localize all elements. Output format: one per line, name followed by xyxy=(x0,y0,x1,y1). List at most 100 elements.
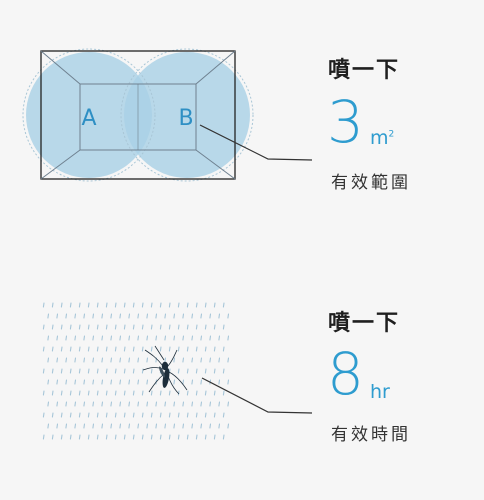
rain-drop xyxy=(177,412,180,418)
rain-drop xyxy=(60,412,63,418)
rain-drop xyxy=(132,302,135,308)
panel1-value: 3 xyxy=(327,88,364,156)
rain-drop xyxy=(74,357,77,363)
rain-drop xyxy=(173,313,176,319)
rain-drop xyxy=(159,302,162,308)
rain-drop xyxy=(159,346,162,352)
rain-drop xyxy=(51,302,54,308)
rain-drop xyxy=(186,412,189,418)
rain-drop xyxy=(168,434,171,440)
rain-drop xyxy=(96,368,99,374)
rain-drop xyxy=(60,434,63,440)
rain-drop xyxy=(114,412,117,418)
zone-b-label: B xyxy=(178,106,193,131)
rain-drop xyxy=(213,302,216,308)
rain-drop xyxy=(227,423,230,429)
rain-drop xyxy=(227,357,230,363)
rain-drop xyxy=(69,302,72,308)
rain-drop xyxy=(222,302,225,308)
rain-drop xyxy=(101,379,104,385)
rain-drop xyxy=(186,346,189,352)
panel2-caption: 有效時間 xyxy=(331,425,411,445)
rain-drop xyxy=(42,434,45,440)
rain-drop xyxy=(47,379,50,385)
rain-drop xyxy=(119,379,122,385)
rain-drop xyxy=(74,401,77,407)
rain-drop xyxy=(137,313,140,319)
rain-drop xyxy=(114,434,117,440)
rain-drop xyxy=(200,379,203,385)
rain-drop xyxy=(227,401,230,407)
rain-drop xyxy=(209,335,212,341)
rain-drop xyxy=(42,324,45,330)
rain-drop xyxy=(65,401,68,407)
rain-drop xyxy=(87,302,90,308)
rain-drop xyxy=(101,401,104,407)
rain-drop xyxy=(159,390,162,396)
rain-drop xyxy=(123,368,126,374)
rain-drop xyxy=(159,434,162,440)
rain-drop xyxy=(195,368,198,374)
rain-drop xyxy=(177,434,180,440)
rain-drop xyxy=(204,434,207,440)
rain-drop xyxy=(92,423,95,429)
rain-drop xyxy=(173,357,176,363)
rain-drop xyxy=(87,412,90,418)
rain-drop xyxy=(110,335,113,341)
rain-drop xyxy=(141,324,144,330)
rain-drop xyxy=(164,313,167,319)
rain-drop xyxy=(83,357,86,363)
rain-drop xyxy=(96,390,99,396)
rain-drop xyxy=(227,379,230,385)
rain-drop xyxy=(74,423,77,429)
rain-drop xyxy=(146,379,149,385)
rain-drop xyxy=(65,379,68,385)
rain-drop xyxy=(78,302,81,308)
rain-drop xyxy=(141,368,144,374)
rain-drop xyxy=(83,401,86,407)
leader-line-1 xyxy=(199,124,313,161)
rain-drop xyxy=(128,379,131,385)
rain-drop xyxy=(146,313,149,319)
rain-drop xyxy=(195,346,198,352)
rain-drop xyxy=(65,313,68,319)
panel1-unit-text: m xyxy=(370,127,389,149)
rain-drop xyxy=(60,346,63,352)
rain-drop xyxy=(173,401,176,407)
coverage-ring-b xyxy=(120,48,254,182)
rain-drop xyxy=(173,423,176,429)
rain-drop xyxy=(119,313,122,319)
rain-drop xyxy=(191,379,194,385)
rain-drop xyxy=(51,434,54,440)
rain-drop xyxy=(60,390,63,396)
rain-drop xyxy=(78,368,81,374)
rain-drop xyxy=(96,346,99,352)
rain-drop xyxy=(65,357,68,363)
panel2-value: 8 xyxy=(327,340,364,408)
rain-drop xyxy=(146,423,149,429)
rain-drop xyxy=(42,412,45,418)
rain-drop xyxy=(92,357,95,363)
rain-drop xyxy=(96,324,99,330)
rain-drop xyxy=(60,302,63,308)
rain-drop xyxy=(150,412,153,418)
rain-drop xyxy=(222,412,225,418)
rain-drop xyxy=(47,357,50,363)
rain-drop xyxy=(150,346,153,352)
panel1-heading: 噴一下 xyxy=(328,58,401,83)
rain-drop xyxy=(182,423,185,429)
rain-drop xyxy=(83,313,86,319)
rain-drop xyxy=(105,346,108,352)
rain-drop xyxy=(168,302,171,308)
rain-drop xyxy=(78,434,81,440)
rain-drop xyxy=(182,335,185,341)
rain-drop xyxy=(177,390,180,396)
rain-drop xyxy=(56,401,59,407)
rain-drop xyxy=(47,401,50,407)
rain-drop xyxy=(213,390,216,396)
rain-drop xyxy=(213,434,216,440)
rain-drop xyxy=(123,390,126,396)
rain-drop xyxy=(87,434,90,440)
rain-drop xyxy=(218,357,221,363)
rain-drop xyxy=(200,401,203,407)
